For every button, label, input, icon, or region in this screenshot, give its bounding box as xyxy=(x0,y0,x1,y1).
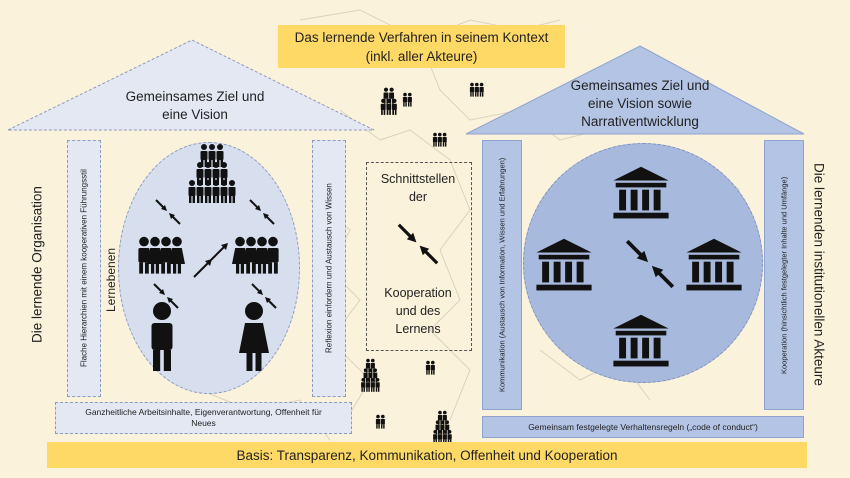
top-banner-line2: (inkl. aller Akteure) xyxy=(365,48,478,64)
left-roof-text: Gemeinsames Ziel und eine Vision xyxy=(100,88,290,124)
top-banner-line1: Das lernende Verfahren in seinem Kontext xyxy=(294,29,549,45)
right-base: Gemeinsam festgelegte Verhaltensregeln (… xyxy=(482,416,804,438)
interface-bottom-line3: Lernens xyxy=(395,322,441,336)
institution-top-icon xyxy=(613,166,669,219)
bottom-banner: Basis: Transparenz, Kommunikation, Offen… xyxy=(47,442,807,468)
right-side-label: Die lernenden institutionellen Akteure xyxy=(811,162,827,386)
interface-top-line1: Schnittstellen xyxy=(380,172,456,186)
interface-box xyxy=(366,162,472,351)
left-base-line1: Ganzheitliche Arbeitsinhalte, Eigenveran… xyxy=(85,407,322,417)
left-base: Ganzheitliche Arbeitsinhalte, Eigenveran… xyxy=(55,402,352,434)
top-banner: Das lernende Verfahren in seinem Kontext… xyxy=(278,25,565,68)
interface-bottom-line2: und des xyxy=(395,304,441,318)
institutions-arrows-icon xyxy=(625,239,675,289)
institution-right-icon xyxy=(686,238,742,291)
interface-bottom-text: Kooperation und des Lernens xyxy=(366,284,470,338)
interface-bottom-line1: Kooperation xyxy=(384,286,452,300)
right-roof-text: Gemeinsames Ziel und eine Vision sowie N… xyxy=(545,77,735,131)
left-base-line2: Neues xyxy=(191,418,216,428)
right-roof-line1: Gemeinsames Ziel und xyxy=(570,78,710,93)
right-roof-line3: Narrativentwicklung xyxy=(581,114,699,129)
left-roof-line2: eine Vision xyxy=(162,107,228,122)
institution-bottom-icon xyxy=(613,314,669,367)
institution-left-icon xyxy=(536,238,592,291)
left-roof-line1: Gemeinsames Ziel und xyxy=(125,89,265,104)
right-roof-line2: eine Vision sowie xyxy=(587,96,693,111)
interface-top-text: Schnittstellen der xyxy=(366,170,470,206)
interface-top-line2: der xyxy=(408,190,428,204)
